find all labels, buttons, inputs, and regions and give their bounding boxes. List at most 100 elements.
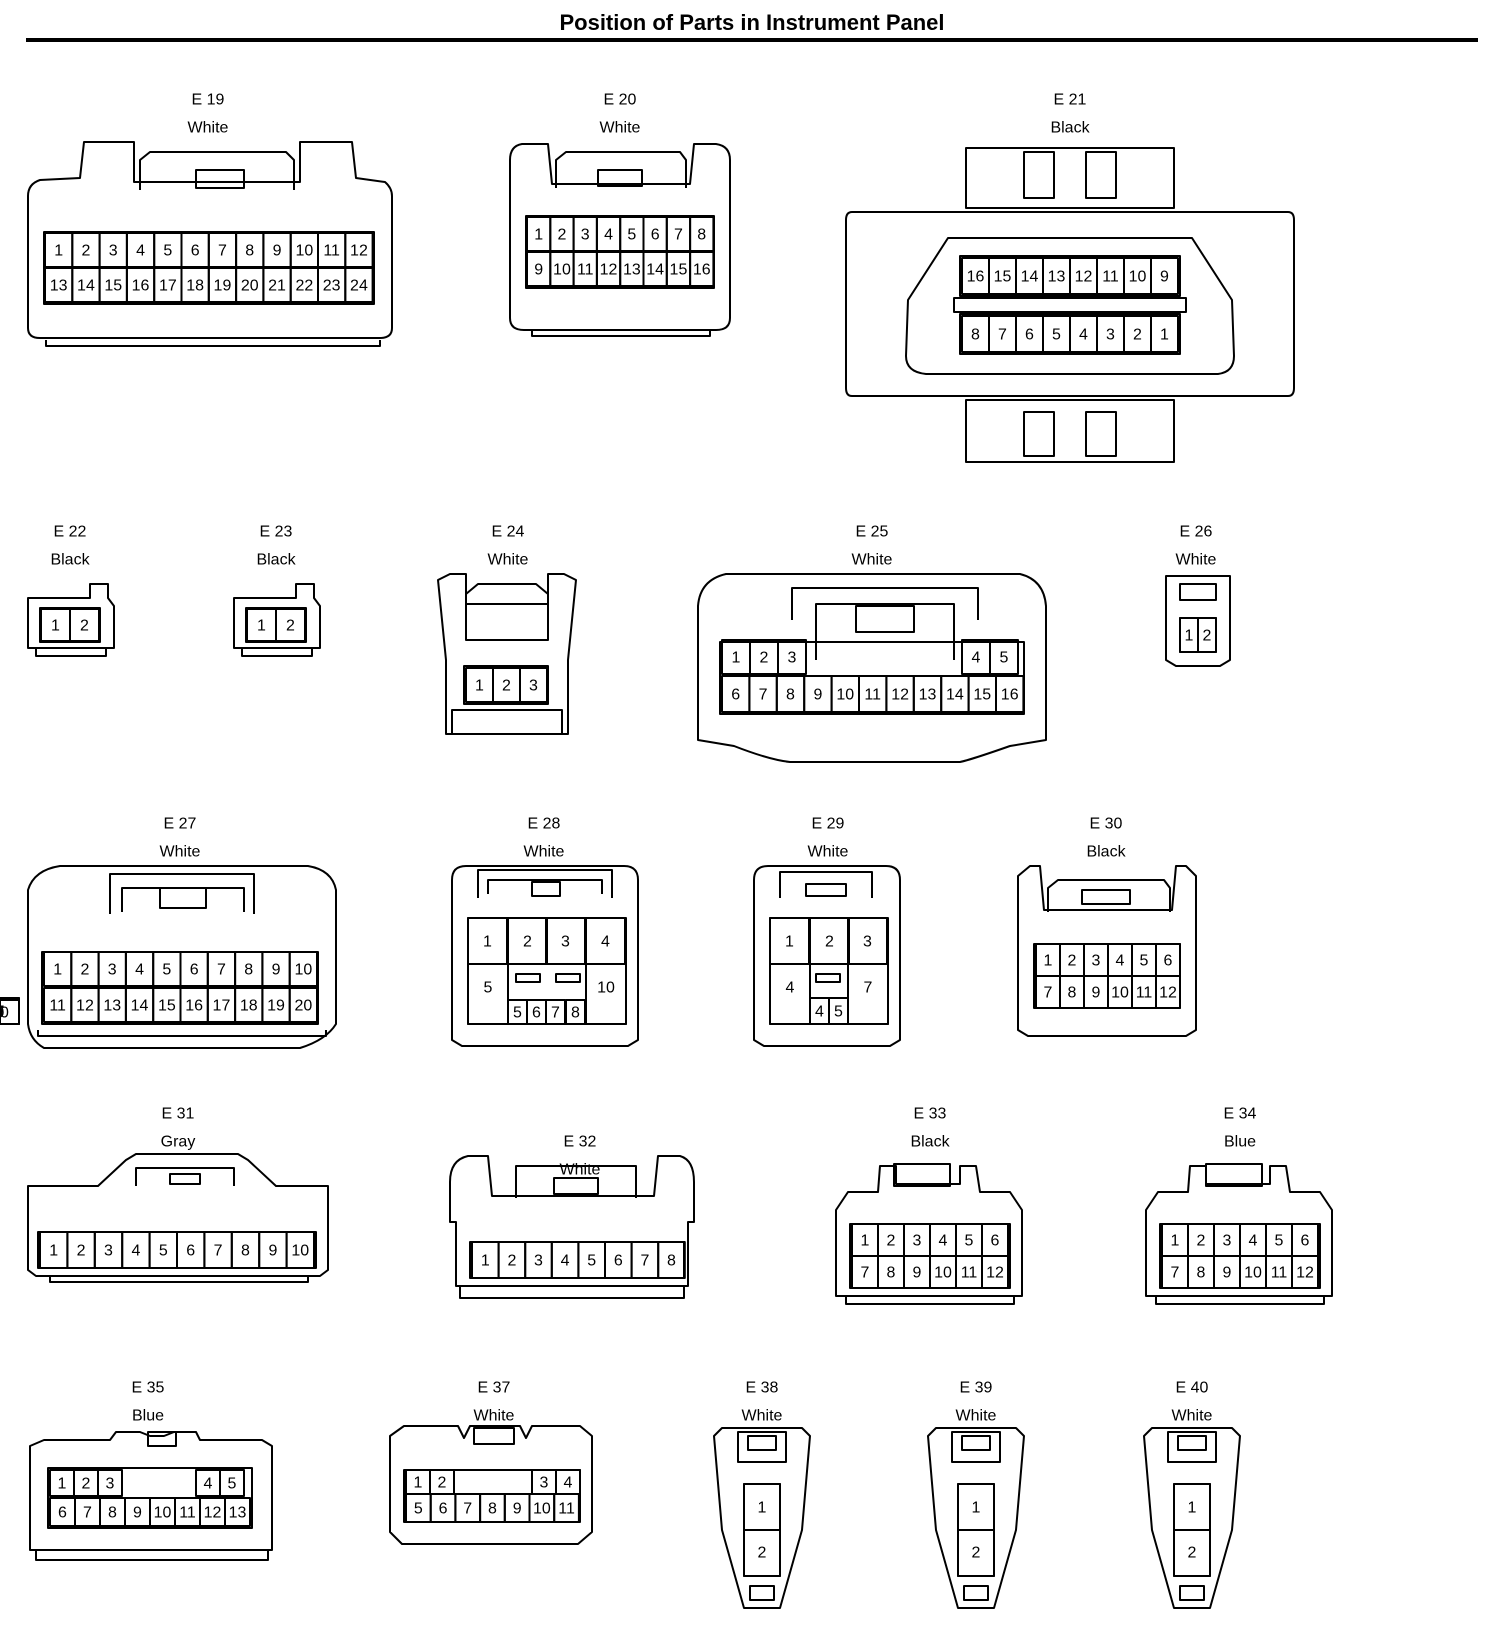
- pin-label-e25-5: 5: [1000, 650, 1009, 667]
- pin-label-e27-13: 13: [103, 998, 121, 1015]
- pin-label-e21-13: 13: [1048, 269, 1066, 286]
- pin-label-e32-8: 8: [667, 1253, 676, 1270]
- pin-label-e34-7: 7: [1171, 1265, 1180, 1282]
- pin-cell-e28-5: [467, 963, 509, 1025]
- pin-label-e33-2: 2: [887, 1233, 896, 1250]
- pin-label-e28-6: 6: [532, 1005, 541, 1022]
- pin-label-e23-1: 1: [257, 618, 266, 635]
- pin-label-e30-11: 11: [1136, 985, 1153, 1002]
- pin-label-e26-1: 1: [1185, 628, 1194, 645]
- pin-label-e30-8: 8: [1068, 985, 1077, 1002]
- pin-cell-e19-24: [344, 267, 374, 303]
- pin-label-e27-16: 16: [185, 998, 203, 1015]
- pin-label-e21-16: 16: [967, 269, 985, 286]
- connector-body-e23: [233, 583, 321, 649]
- latch-tab-e19: [195, 169, 245, 189]
- pin-cell-e21-1: [1150, 315, 1179, 353]
- pin-label-e34-3: 3: [1223, 1233, 1232, 1250]
- pin-label-e19-6: 6: [191, 243, 200, 260]
- pin-label-e25-6: 6: [731, 687, 740, 704]
- pin-label-e34-1: 1: [1171, 1233, 1180, 1250]
- pin-label-e34-9: 9: [1223, 1265, 1232, 1282]
- pin-label-e34-11: 11: [1271, 1265, 1288, 1282]
- pin-label-e25-7: 7: [759, 687, 768, 704]
- pin-label-e30-1: 1: [1044, 953, 1053, 970]
- connector-color-e31: Gray: [161, 1134, 196, 1151]
- pin-label-e20-7: 7: [674, 227, 683, 244]
- latch-e25: [791, 587, 979, 620]
- latch-e20: [555, 151, 687, 188]
- pin-label-e35-11: 11: [179, 1505, 196, 1522]
- pin-label-e37-7: 7: [463, 1501, 472, 1518]
- pin-label-e19-2: 2: [81, 243, 90, 260]
- base-e23: [241, 648, 313, 657]
- connector-body-e38: [713, 1427, 811, 1609]
- pin-cell-e29-7: [847, 963, 889, 1025]
- base-e20: [531, 330, 711, 337]
- pin-frame-e35: [47, 1467, 253, 1529]
- pin-label-e28-3: 3: [561, 934, 570, 951]
- connector-id-e22: E 22: [54, 524, 87, 541]
- pin-label-e35-7: 7: [83, 1505, 92, 1522]
- pin-label-e40-2: 2: [1188, 1545, 1197, 1562]
- base-e39: [963, 1585, 989, 1601]
- pin-label-e28-2: 2: [523, 934, 532, 951]
- connector-body-e35: [29, 1431, 273, 1551]
- pin-label-e38-1: 1: [758, 1500, 767, 1517]
- connector-id-e32: E 32: [564, 1134, 597, 1151]
- pin-label-e32-4: 4: [561, 1253, 570, 1270]
- pin-label-e28-7: 7: [551, 1005, 560, 1022]
- pin-label-e31-10: 10: [291, 1243, 309, 1260]
- pin-label-e37-10: 10: [533, 1501, 551, 1518]
- pin-label-e26-2: 2: [1203, 628, 1212, 645]
- latch-e39: [951, 1431, 1001, 1463]
- pin-label-e34-6: 6: [1301, 1233, 1310, 1250]
- pin-cell-e35-3: [97, 1469, 123, 1497]
- pin-label-e25-16: 16: [1001, 687, 1019, 704]
- pin-cell-e40-2: [1173, 1529, 1211, 1577]
- pin-cell-e30-12: [1155, 975, 1181, 1009]
- pin-label-e28-10: 10: [597, 980, 615, 997]
- connector-body-e30: [1017, 865, 1197, 1037]
- connector-id-e28: E 28: [528, 816, 561, 833]
- connector-color-e27: White: [160, 844, 201, 861]
- pin-label-e28-5: 5: [513, 1005, 522, 1022]
- pin-label-e32-5: 5: [587, 1253, 596, 1270]
- pin-label-e25-9: 9: [813, 687, 822, 704]
- pin-label-e21-6: 6: [1025, 327, 1034, 344]
- pin-label-e25-12: 12: [891, 687, 909, 704]
- pin-label-e31-8: 8: [241, 1243, 250, 1260]
- latch-tab-e30: [1081, 889, 1131, 905]
- pin-label-e25-2: 2: [760, 650, 769, 667]
- pin-label-e32-1: 1: [481, 1253, 490, 1270]
- latch-e27: [109, 873, 255, 914]
- connector-id-e34: E 34: [1224, 1106, 1257, 1123]
- latch-tab-e25: [855, 605, 915, 633]
- pin-label-e34-10: 10: [1244, 1265, 1262, 1282]
- pin-label-e20-6: 6: [651, 227, 660, 244]
- pin-label-e25-3: 3: [788, 650, 797, 667]
- pin-label-e27-2: 2: [80, 962, 89, 979]
- connector-color-e32: White: [560, 1162, 601, 1179]
- pin-cell-e28-10: [585, 963, 627, 1025]
- connector-id-e27: E 27: [164, 816, 197, 833]
- key-e28-1: [515, 973, 541, 983]
- pin-cell-e27-20: [288, 987, 319, 1023]
- pin-label-e29-1: 1: [785, 934, 794, 951]
- pin-label-e31-2: 2: [77, 1243, 86, 1260]
- pin-label-e40-1: 1: [1188, 1500, 1197, 1517]
- pin-cell-e29-7: [0, 997, 20, 1025]
- pin-label-e19-13: 13: [50, 278, 68, 295]
- pin-label-e33-11: 11: [961, 1265, 978, 1282]
- connector-color-e34: Blue: [1224, 1134, 1256, 1151]
- pin-label-e27-14: 14: [131, 998, 149, 1015]
- pin-label-e29-3: 3: [863, 934, 872, 951]
- pin-label-e21-4: 4: [1079, 327, 1088, 344]
- connector-id-e38: E 38: [746, 1380, 779, 1397]
- pin-label-e33-7: 7: [861, 1265, 870, 1282]
- pin-cell-e35-5: [219, 1469, 245, 1497]
- pin-cell-e24-3: [519, 667, 548, 703]
- pin-label-e27-20: 20: [294, 998, 312, 1015]
- pin-label-e22-2: 2: [80, 618, 89, 635]
